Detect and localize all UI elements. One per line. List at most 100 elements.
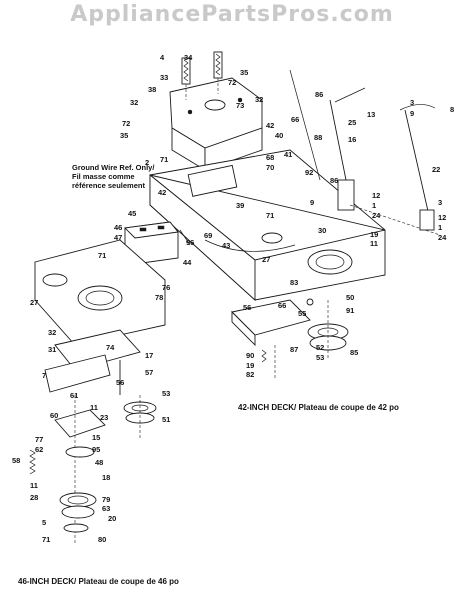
callout-label: 3 xyxy=(410,98,414,107)
callout-label: 53 xyxy=(316,353,324,362)
callout-label: 13 xyxy=(367,110,375,119)
deck-46-frame xyxy=(34,239,166,393)
callout-label: 85 xyxy=(350,348,358,357)
callout-label: 44 xyxy=(183,258,192,267)
callout-label: 31 xyxy=(48,345,56,354)
callout-label: 71 xyxy=(42,535,50,544)
callout-label: 35 xyxy=(120,131,128,140)
callout-label: 62 xyxy=(35,445,43,454)
callout-label: 43 xyxy=(222,241,230,250)
callout-label: 91 xyxy=(346,306,354,315)
ground-wire-note-line2: Fil masse comme xyxy=(72,172,135,181)
callout-label: 19 xyxy=(370,230,378,239)
callout-label: 12 xyxy=(438,213,446,222)
callout-label: 42 xyxy=(266,121,274,130)
callout-label: 32 xyxy=(255,95,263,104)
callout-label: 79 xyxy=(102,495,110,504)
callout-label: 58 xyxy=(12,456,20,465)
callout-label: 16 xyxy=(348,135,356,144)
deck-46-caption: 46-INCH DECK/ Plateau de coupe de 46 po xyxy=(18,577,179,586)
callout-label: 60 xyxy=(50,411,58,420)
reference-notes: Ground Wire Ref. Only/ Fil masse comme r… xyxy=(18,163,399,586)
callout-label: 1 xyxy=(438,223,442,232)
callout-label: 76 xyxy=(162,283,170,292)
callout-label: 23 xyxy=(100,413,108,422)
callout-label: 66 xyxy=(278,301,286,310)
callout-label: 7 xyxy=(42,371,46,380)
deck-42-caption: 42-INCH DECK/ Plateau de coupe de 42 po xyxy=(238,403,399,412)
callout-label: 71 xyxy=(266,211,274,220)
callout-label: 34 xyxy=(184,53,193,62)
callout-label: 28 xyxy=(30,493,38,502)
callout-label: 47 xyxy=(114,233,122,242)
callout-label: 68 xyxy=(266,153,274,162)
callout-label: 74 xyxy=(106,343,115,352)
callout-label: 25 xyxy=(348,118,356,127)
callout-labels: 4 34 33 38 32 72 35 2 71 72 35 86 32 73 … xyxy=(12,53,454,544)
watermark-text: AppliancePartsPros.com xyxy=(70,2,394,27)
callout-label: 33 xyxy=(160,73,168,82)
callout-label: 35 xyxy=(240,68,248,77)
callout-label: 72 xyxy=(228,78,236,87)
callout-label: 61 xyxy=(70,391,78,400)
callout-label: 27 xyxy=(262,255,270,264)
callout-label: 52 xyxy=(316,343,324,352)
ground-wire-note-line1: Ground Wire Ref. Only/ xyxy=(72,163,155,172)
callout-label: 50 xyxy=(346,293,354,302)
callout-label: 46 xyxy=(114,223,122,232)
callout-label: 41 xyxy=(284,150,292,159)
callout-label: 42 xyxy=(158,188,166,197)
callout-label: 87 xyxy=(290,345,298,354)
ground-wire-note-line3: référence seulement xyxy=(72,181,145,190)
callout-label: 15 xyxy=(92,433,100,442)
deck-46-idler-stack xyxy=(29,360,157,545)
callout-label: 51 xyxy=(162,415,170,424)
callout-label: 45 xyxy=(128,209,136,218)
callout-label: 20 xyxy=(108,514,116,523)
callout-label: 71 xyxy=(98,251,106,260)
seat-bracket-assembly xyxy=(169,51,263,171)
callout-label: 38 xyxy=(148,85,156,94)
steering-assembly xyxy=(289,69,441,236)
callout-label: 57 xyxy=(145,368,153,377)
callout-label: 72 xyxy=(122,119,130,128)
callout-label: 4 xyxy=(160,53,165,62)
callout-label: 88 xyxy=(314,133,322,142)
callout-label: 92 xyxy=(305,168,313,177)
callout-label: 12 xyxy=(372,191,380,200)
callout-label: 1 xyxy=(372,201,376,210)
callout-label: 71 xyxy=(160,155,168,164)
callout-label: 90 xyxy=(246,351,254,360)
callout-label: 8 xyxy=(450,105,454,114)
battery xyxy=(124,221,191,265)
callout-label: 56 xyxy=(243,303,251,312)
callout-label: 86 xyxy=(330,176,338,185)
callout-label: 83 xyxy=(290,278,298,287)
callout-label: 9 xyxy=(410,109,414,118)
main-frame xyxy=(149,149,386,302)
callout-label: 40 xyxy=(275,131,283,140)
callout-label: 56 xyxy=(116,378,124,387)
callout-label: 27 xyxy=(30,298,38,307)
callout-label: 18 xyxy=(102,473,110,482)
callout-label: 30 xyxy=(318,226,326,235)
callout-label: 82 xyxy=(246,370,254,379)
callout-label: 63 xyxy=(102,504,110,513)
callout-label: 53 xyxy=(162,389,170,398)
callout-label: 95 xyxy=(92,445,100,454)
callout-label: 86 xyxy=(315,90,323,99)
callout-label: 80 xyxy=(98,535,106,544)
callout-label: 77 xyxy=(35,435,43,444)
callout-label: 66 xyxy=(291,115,299,124)
callout-label: 24 xyxy=(372,211,381,220)
callout-label: 48 xyxy=(95,458,103,467)
callout-label: 96 xyxy=(186,238,194,247)
deck-42-idler-assembly xyxy=(231,298,349,380)
callout-label: 32 xyxy=(48,328,56,337)
callout-label: 3 xyxy=(438,198,442,207)
callout-label: 70 xyxy=(266,163,274,172)
callout-label: 24 xyxy=(438,233,447,242)
callout-label: 11 xyxy=(30,481,38,490)
callout-label: 32 xyxy=(130,98,138,107)
